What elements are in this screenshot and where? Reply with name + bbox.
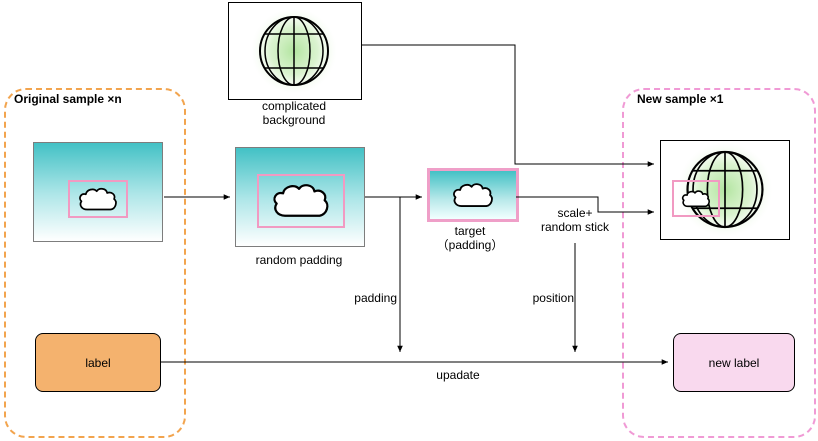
new-label-text: new label — [708, 355, 760, 370]
label-node: label — [35, 333, 161, 392]
update-edge-label: upadate — [436, 368, 480, 382]
position-edge-label: position — [532, 291, 574, 305]
stuck-target-bounding-box — [672, 180, 720, 217]
arrow-background-to-new-image — [361, 44, 654, 167]
label-text: label — [85, 355, 111, 370]
new-sample-image — [660, 140, 790, 240]
target-bounding-box — [68, 180, 128, 218]
original-image — [33, 142, 163, 242]
random-padding-image — [235, 147, 365, 247]
cloud-icon — [681, 189, 710, 207]
target-padding-caption: target （padding） — [436, 224, 504, 253]
new-sample-group — [622, 88, 816, 438]
new-label-node: new label — [673, 333, 795, 392]
globe-icon — [251, 8, 337, 94]
cloud-icon — [453, 182, 493, 207]
scale-random-stick-label: scale+ random stick — [540, 206, 610, 235]
original-sample-title: Original sample ×n — [14, 92, 122, 106]
random-padding-caption: random padding — [255, 253, 343, 267]
new-sample-title: New sample ×1 — [637, 92, 724, 106]
padding-edge-label: padding — [354, 291, 397, 305]
target-crop-image — [427, 168, 519, 222]
globe-icon — [677, 142, 773, 237]
cloud-icon — [79, 187, 117, 210]
original-sample-group — [4, 88, 186, 438]
complicated-background-node — [228, 2, 362, 100]
cloud-icon — [273, 184, 329, 217]
complicated-background-caption: complicated background — [261, 99, 327, 128]
padded-bounding-box — [257, 174, 345, 228]
